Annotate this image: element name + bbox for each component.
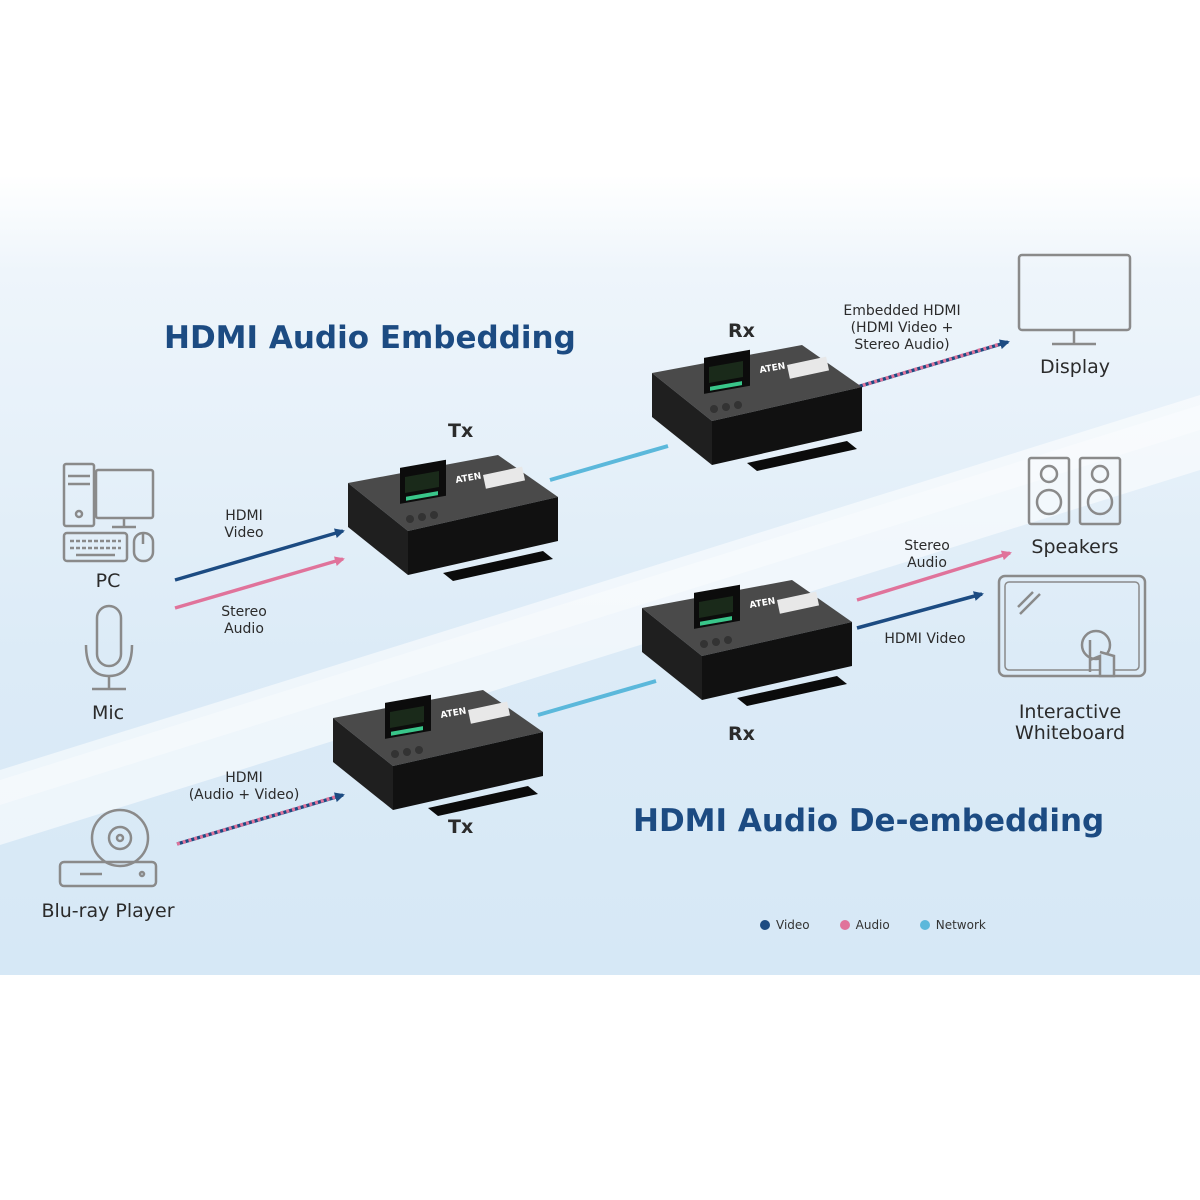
arrow-hdmi-video-in [174, 528, 345, 582]
mic-icon [84, 604, 134, 691]
stereo-audio-in-line1: Stereo [221, 604, 267, 620]
hdmi-video-in-line1: HDMI [225, 508, 263, 524]
rx-device-top: ATEN [652, 345, 862, 471]
tx-device-bottom: ATEN [333, 690, 543, 816]
hdmi-video-out-text: HDMI Video [884, 631, 966, 647]
legend-item-video: Video [760, 918, 810, 932]
interactive-whiteboard-icon [997, 574, 1147, 678]
svg-text:ATEN: ATEN [759, 362, 786, 376]
speakers-icon [1027, 456, 1122, 526]
legend-label-audio: Audio [855, 918, 890, 932]
stereo-audio-in-line2: Audio [224, 621, 264, 637]
embedded-hdmi-line1: Embedded HDMI [843, 303, 961, 319]
network-line-top [549, 444, 669, 482]
legend-label-video: Video [776, 918, 810, 932]
heading-audio-embedding: HDMI Audio Embedding [164, 320, 576, 356]
arrow-stereo-audio-out [856, 550, 1012, 602]
pc-label: PC [95, 570, 121, 592]
hdmi-av-in-text: HDMI (Audio + Video) [184, 770, 304, 804]
arrow-hdmi-video-out [856, 591, 984, 630]
svg-text:ATEN: ATEN [749, 597, 776, 611]
heading-audio-deembedding: HDMI Audio De-embedding [633, 803, 1105, 839]
diagonal-divider [0, 395, 1200, 845]
display-label: Display [1039, 356, 1111, 378]
embedded-hdmi-line2: (HDMI Video + [850, 320, 954, 336]
hdmi-video-in-line2: Video [224, 525, 264, 541]
embedded-hdmi-line3: Stereo Audio) [854, 337, 950, 353]
bluray-player-label: Blu-ray Player [41, 900, 175, 922]
embedded-hdmi-text: Embedded HDMI (HDMI Video + Stereo Audio… [840, 303, 964, 354]
bluray-player-icon [58, 808, 158, 888]
legend-item-audio: Audio [839, 918, 890, 932]
hdmi-av-in-line1: HDMI [225, 770, 263, 786]
rx-label-top: Rx [728, 320, 755, 342]
legend-label-network: Network [935, 918, 986, 932]
speakers-label: Speakers [1031, 536, 1119, 558]
pc-icon [62, 462, 155, 563]
tx-device-top: ATEN [348, 455, 558, 581]
hdmi-video-in-text: HDMI Video [204, 508, 284, 542]
legend-dot-audio [839, 920, 850, 930]
whiteboard-label: Interactive Whiteboard [1000, 702, 1140, 744]
hdmi-av-in-line2: (Audio + Video) [188, 787, 300, 803]
rx-device-bottom: ATEN [642, 580, 852, 706]
rx-label-bottom: Rx [728, 723, 755, 745]
legend: Video Audio Network [760, 918, 986, 932]
stereo-audio-out-line2: Audio [907, 555, 947, 571]
display-icon [1017, 253, 1132, 346]
network-line-bottom [537, 679, 657, 717]
whiteboard-label-line1: Interactive [1018, 701, 1122, 723]
legend-item-network: Network [919, 918, 986, 932]
stereo-audio-in-text: Stereo Audio [204, 604, 284, 638]
mic-label: Mic [91, 702, 125, 724]
tx-label-bottom: Tx [448, 816, 474, 838]
tx-label-top: Tx [448, 420, 474, 442]
stereo-audio-out-text: Stereo Audio [887, 538, 967, 572]
svg-text:ATEN: ATEN [440, 707, 467, 721]
arrow-stereo-audio-in [174, 556, 345, 610]
whiteboard-label-line2: Whiteboard [1014, 722, 1126, 744]
background-panel [0, 175, 1200, 975]
legend-dot-video [760, 920, 770, 930]
stereo-audio-out-line1: Stereo [904, 538, 950, 554]
legend-dot-network [919, 920, 930, 930]
svg-text:ATEN: ATEN [455, 472, 482, 486]
